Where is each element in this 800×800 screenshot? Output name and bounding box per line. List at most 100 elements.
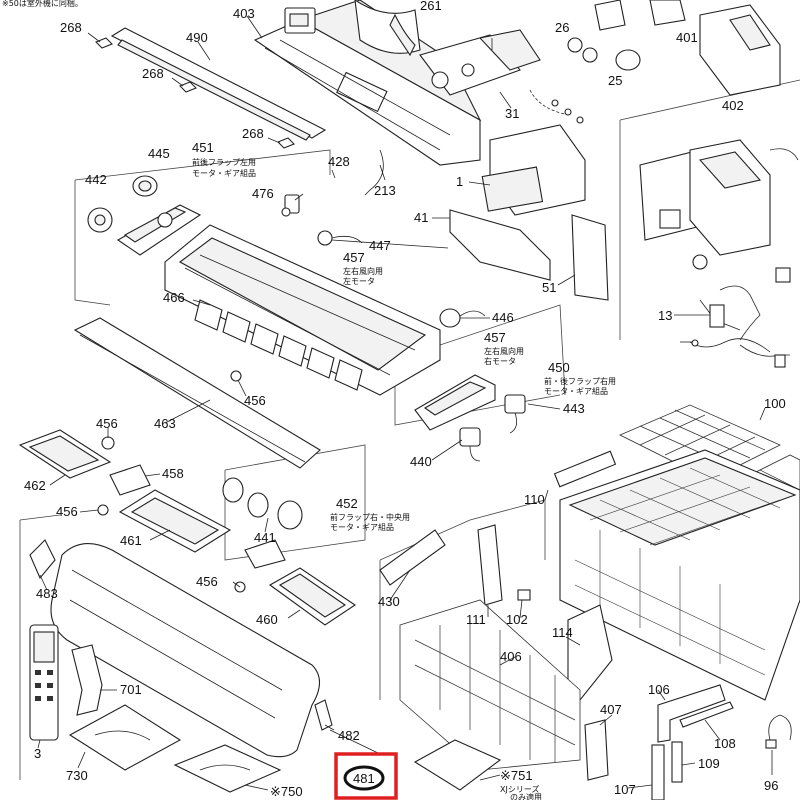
label-458: 458 [162, 466, 184, 481]
cover-461 [118, 489, 232, 553]
label-100: 100 [764, 396, 786, 411]
motor-443 [504, 394, 526, 434]
label-430: 430 [378, 594, 400, 609]
label-268-c: 268 [242, 126, 264, 141]
caption-457-c: 左右風向用 [484, 346, 524, 356]
label-31: 31 [505, 106, 519, 121]
label-213: 213 [374, 183, 396, 198]
caption-450-a: 前・後フラップ右用 [544, 376, 616, 386]
caption-452-b: モータ・ギア組品 [330, 522, 394, 532]
label-490: 490 [186, 30, 208, 45]
label-456-b: 456 [96, 416, 118, 431]
label-106: 106 [648, 682, 670, 697]
label-457-b: 457 [484, 330, 506, 345]
label-463: 463 [154, 416, 176, 431]
label-452: 452 [336, 496, 358, 511]
label-730: 730 [66, 768, 88, 783]
highlight-ring [343, 765, 385, 791]
top-frame-428 [253, 0, 482, 166]
label-41: 41 [414, 210, 428, 225]
cover-41 [449, 209, 551, 281]
label-483: 483 [36, 586, 58, 601]
louver-blades-466 [194, 299, 363, 391]
part-26-25 [567, 0, 641, 71]
label-107: 107 [614, 782, 636, 797]
flap-motor-445 [132, 175, 158, 197]
heat-exchanger-110 [553, 449, 800, 701]
caption-457-d: 右モータ [484, 356, 516, 366]
filter-406 [399, 599, 581, 771]
caption-451-a: 前後フラップ左用 [192, 157, 256, 167]
label-114: 114 [552, 625, 573, 640]
caption-457-a: 左右風向用 [343, 266, 383, 276]
holder-701 [71, 644, 103, 716]
part-109 [671, 741, 683, 783]
label-111: 111 [466, 612, 486, 627]
label-109: 109 [698, 756, 720, 771]
label-446: 446 [492, 310, 514, 325]
clip-268-b [179, 81, 197, 93]
label-460: 460 [256, 612, 278, 627]
label-451: 451 [192, 140, 214, 155]
label-476: 476 [252, 186, 274, 201]
label-466: 466 [163, 290, 185, 305]
part-401 [649, 0, 686, 26]
motor-447 [317, 230, 363, 246]
caption-751: XJシリーズ [500, 784, 539, 794]
highlight-box[interactable] [334, 752, 398, 800]
label-441: 441 [254, 530, 276, 545]
label-401: 401 [676, 30, 698, 45]
label-751: ※751 [500, 768, 533, 783]
label-456-a: 456 [244, 393, 266, 408]
leader-lines [37, 15, 773, 791]
part-106 [657, 684, 726, 743]
bracket-1 [481, 124, 586, 216]
label-750: ※750 [270, 784, 303, 799]
part-403 [284, 7, 316, 34]
caption-450-b: モータ・ギア組品 [544, 386, 608, 396]
flap-motor-442 [87, 207, 113, 233]
label-25: 25 [608, 73, 622, 88]
part-430 [379, 529, 446, 586]
label-402: 402 [722, 98, 744, 113]
label-462: 462 [24, 478, 46, 493]
highlight-callout-481[interactable]: 481 [334, 752, 398, 800]
label-450: 450 [548, 360, 570, 375]
part-482 [314, 699, 333, 731]
label-445: 445 [148, 146, 170, 161]
label-406: 406 [500, 649, 522, 664]
header-note: ※50は室外機に同梱。 [2, 0, 83, 8]
caption-457-b: 左モータ [343, 276, 375, 286]
motor-gear-451 [116, 204, 202, 256]
label-268-a: 268 [60, 20, 82, 35]
label-456-c: 456 [56, 504, 78, 519]
part-number-labels: 268 490 268 268 403 261 26 25 31 401 402… [24, 0, 786, 800]
motor-440 [459, 427, 481, 462]
cover-51 [571, 214, 609, 301]
label-440: 440 [410, 454, 432, 469]
label-482: 482 [338, 728, 360, 743]
label-456-d: 456 [196, 574, 218, 589]
caption-751-b: のみ適用 [510, 792, 542, 800]
part-108 [679, 701, 734, 728]
caption-451-b: モータ・ギア組品 [192, 168, 256, 178]
top-rail-490 [110, 27, 327, 141]
cover-460 [268, 567, 356, 626]
part-476 [281, 194, 300, 217]
label-701: 701 [120, 682, 142, 697]
part-458 [109, 464, 151, 496]
label-26: 26 [555, 20, 569, 35]
label-457-a: 457 [343, 250, 365, 265]
clip-456 [97, 370, 246, 593]
part-261 [354, 0, 421, 57]
part-483 [29, 539, 56, 580]
remote-3 [29, 624, 59, 741]
wiring-13 [689, 285, 790, 368]
label-13: 13 [658, 308, 672, 323]
part-111 [477, 524, 503, 606]
sheet-750 [173, 744, 282, 793]
cover-462 [18, 429, 112, 479]
label-96: 96 [764, 778, 778, 793]
label-481: 481 [353, 771, 375, 786]
